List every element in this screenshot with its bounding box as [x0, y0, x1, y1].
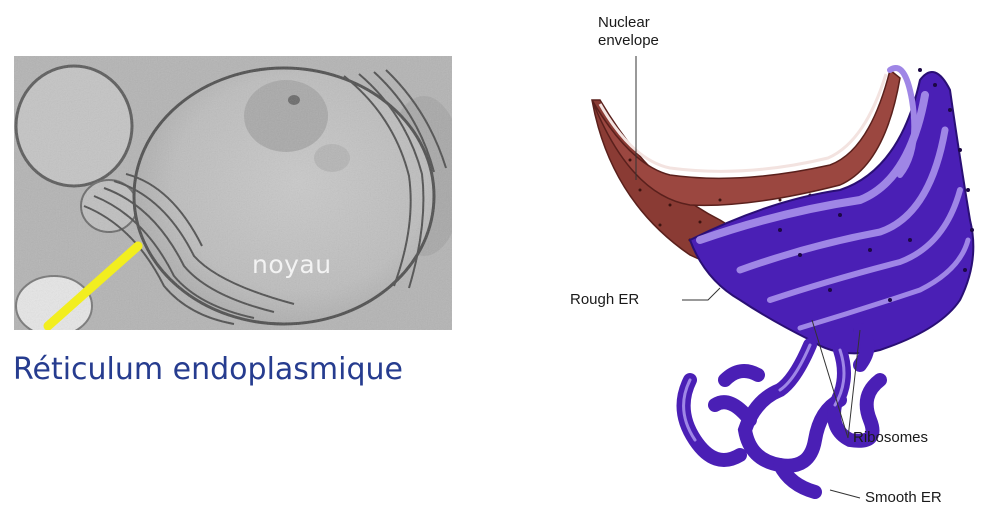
er-illustration: Nuclear envelope Rough ER Ribosomes Smoo… — [540, 0, 986, 509]
smooth-er-label: Smooth ER — [865, 489, 942, 507]
nuclear-envelope-label-line2: envelope — [598, 32, 659, 49]
caption-endoplasmic-reticulum: Réticulum endoplasmique — [13, 352, 403, 387]
smooth-er-leader — [830, 490, 860, 498]
nuclear-envelope-label: Nuclear envelope — [598, 14, 659, 50]
rough-er-label: Rough ER — [570, 291, 639, 309]
rough-er-leader — [682, 288, 720, 300]
electron-micrograph: noyau — [14, 56, 452, 330]
micrograph-image — [14, 56, 452, 330]
ribosomes-label: Ribosomes — [853, 429, 928, 447]
nuclear-envelope-label-line1: Nuclear — [598, 14, 650, 31]
rough-er-shape — [690, 68, 974, 353]
nucleus-label: noyau — [252, 250, 332, 279]
